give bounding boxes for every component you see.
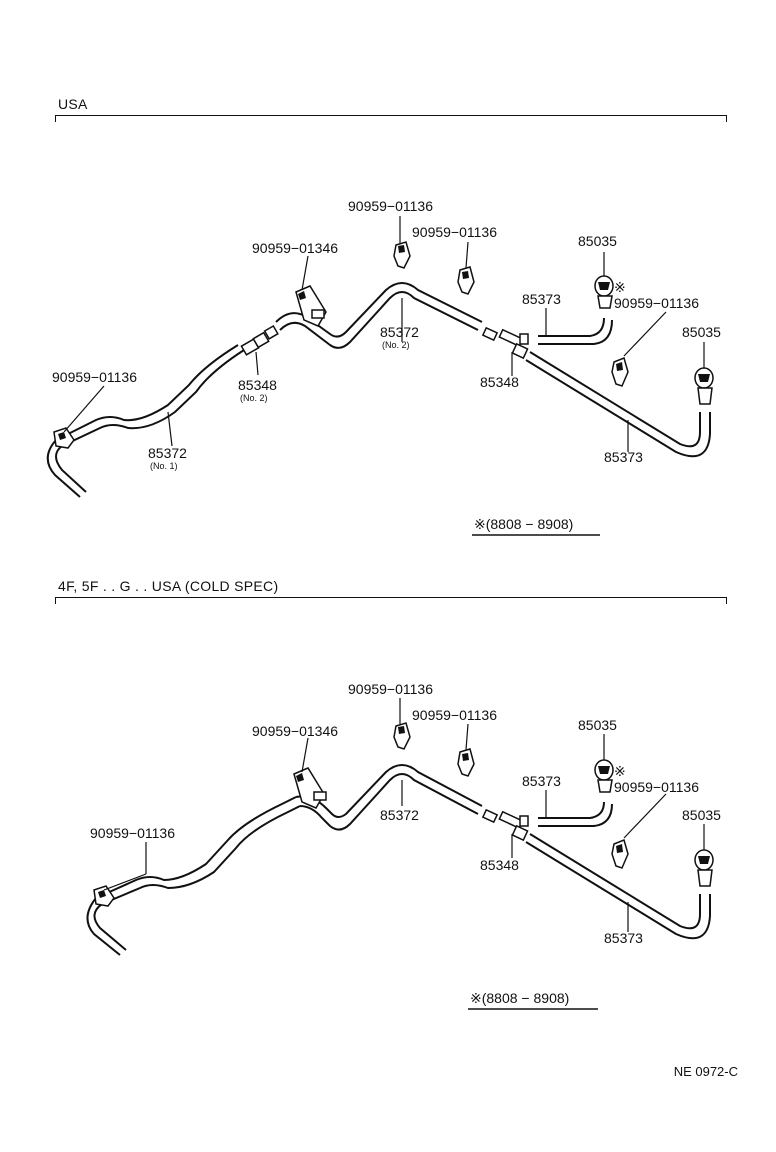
label-hose-no2-cold: 85372 <box>380 807 419 823</box>
clamp-90959-01136-right-cold <box>611 838 629 869</box>
label-hose-lower: 85373 <box>604 449 643 465</box>
hose-85373-lower <box>525 351 711 458</box>
hose-85373-upper-cold <box>538 801 613 827</box>
label-hose-no2-sub: (No. 2) <box>382 340 410 350</box>
label-mark-cold: ※ <box>614 763 626 779</box>
label-nozzle-top: 85035 <box>578 233 617 249</box>
hose-85373-lower-cold <box>525 833 711 940</box>
joint-85348 <box>481 326 529 360</box>
hose-85372-no2 <box>275 282 483 349</box>
label-clamp-right: 90959−01136 <box>614 295 699 311</box>
document-id: NE 0972-C <box>673 1064 738 1079</box>
clamp-90959-01136-top <box>393 241 411 269</box>
label-hose-upper-cold: 85373 <box>522 773 561 789</box>
section-title-usa: USA <box>58 96 88 112</box>
nozzle-85035-right-cold <box>694 849 714 887</box>
clamp-90959-01136-right <box>611 356 629 387</box>
clamp-90959-01136-top-cold <box>393 722 411 750</box>
clamp-90959-01136-left-cold <box>93 885 115 907</box>
section-cold-spec-drawing: 90959−01136 90959−01346 90959−01136 8537… <box>86 681 721 1010</box>
label-clamp-top-cold: 90959−01136 <box>348 681 433 697</box>
label-hose-upper: 85373 <box>522 291 561 307</box>
label-bracket-cold: 90959−01346 <box>252 723 338 739</box>
clamp-90959-01136-left <box>53 427 75 449</box>
bracket-90959-01346 <box>295 285 327 327</box>
nozzle-85035-right <box>694 367 714 405</box>
label-hose-no2: 85372 <box>380 324 419 340</box>
section-divider-usa <box>55 115 727 122</box>
label-clamp-top: 90959−01136 <box>348 198 433 214</box>
note-production-period-cold: ※(8808 − 8908) <box>470 990 569 1006</box>
label-joint-no2-sub: (No. 2) <box>240 393 268 403</box>
label-joint: 85348 <box>480 374 519 390</box>
label-clamp-left: 90959−01136 <box>52 369 137 385</box>
label-clamp-right-cold: 90959−01136 <box>614 779 699 795</box>
label-joint-cold: 85348 <box>480 857 519 873</box>
label-joint-no2: 85348 <box>238 377 277 393</box>
label-nozzle-right: 85035 <box>682 324 721 340</box>
label-hose-no1-sub: (No. 1) <box>150 461 178 471</box>
label-nozzle-right-cold: 85035 <box>682 807 721 823</box>
hose-85373-upper <box>538 317 613 345</box>
bracket-90959-01346-cold <box>293 767 327 809</box>
clamp-90959-01136-mid-cold <box>457 748 475 777</box>
label-clamp-left-cold: 90959−01136 <box>90 825 175 841</box>
label-clamp-mid: 90959−01136 <box>412 224 497 240</box>
section-usa-drawing: 90959−01136 85372 (No. 1) 85348 (No. 2) … <box>46 198 721 536</box>
joint-85348-cold <box>481 808 529 842</box>
label-hose-lower-cold: 85373 <box>604 930 643 946</box>
label-bracket: 90959−01346 <box>252 240 338 256</box>
label-mark: ※ <box>614 279 626 295</box>
label-nozzle-top-cold: 85035 <box>578 717 617 733</box>
nozzle-85035-top <box>594 275 614 309</box>
nozzle-85035-top-cold <box>594 759 614 793</box>
section-divider-cold-spec <box>55 597 727 604</box>
joint-85348-no2 <box>240 325 279 356</box>
label-hose-no1: 85372 <box>148 445 187 461</box>
clamp-90959-01136-mid <box>457 266 475 295</box>
hose-85372-no1 <box>46 344 245 498</box>
label-clamp-mid-cold: 90959−01136 <box>412 707 497 723</box>
section-title-cold-spec: 4F, 5F . . G . . USA (COLD SPEC) <box>58 578 279 594</box>
hose-85372-cold <box>86 764 483 956</box>
note-production-period: ※(8808 − 8908) <box>474 516 573 532</box>
